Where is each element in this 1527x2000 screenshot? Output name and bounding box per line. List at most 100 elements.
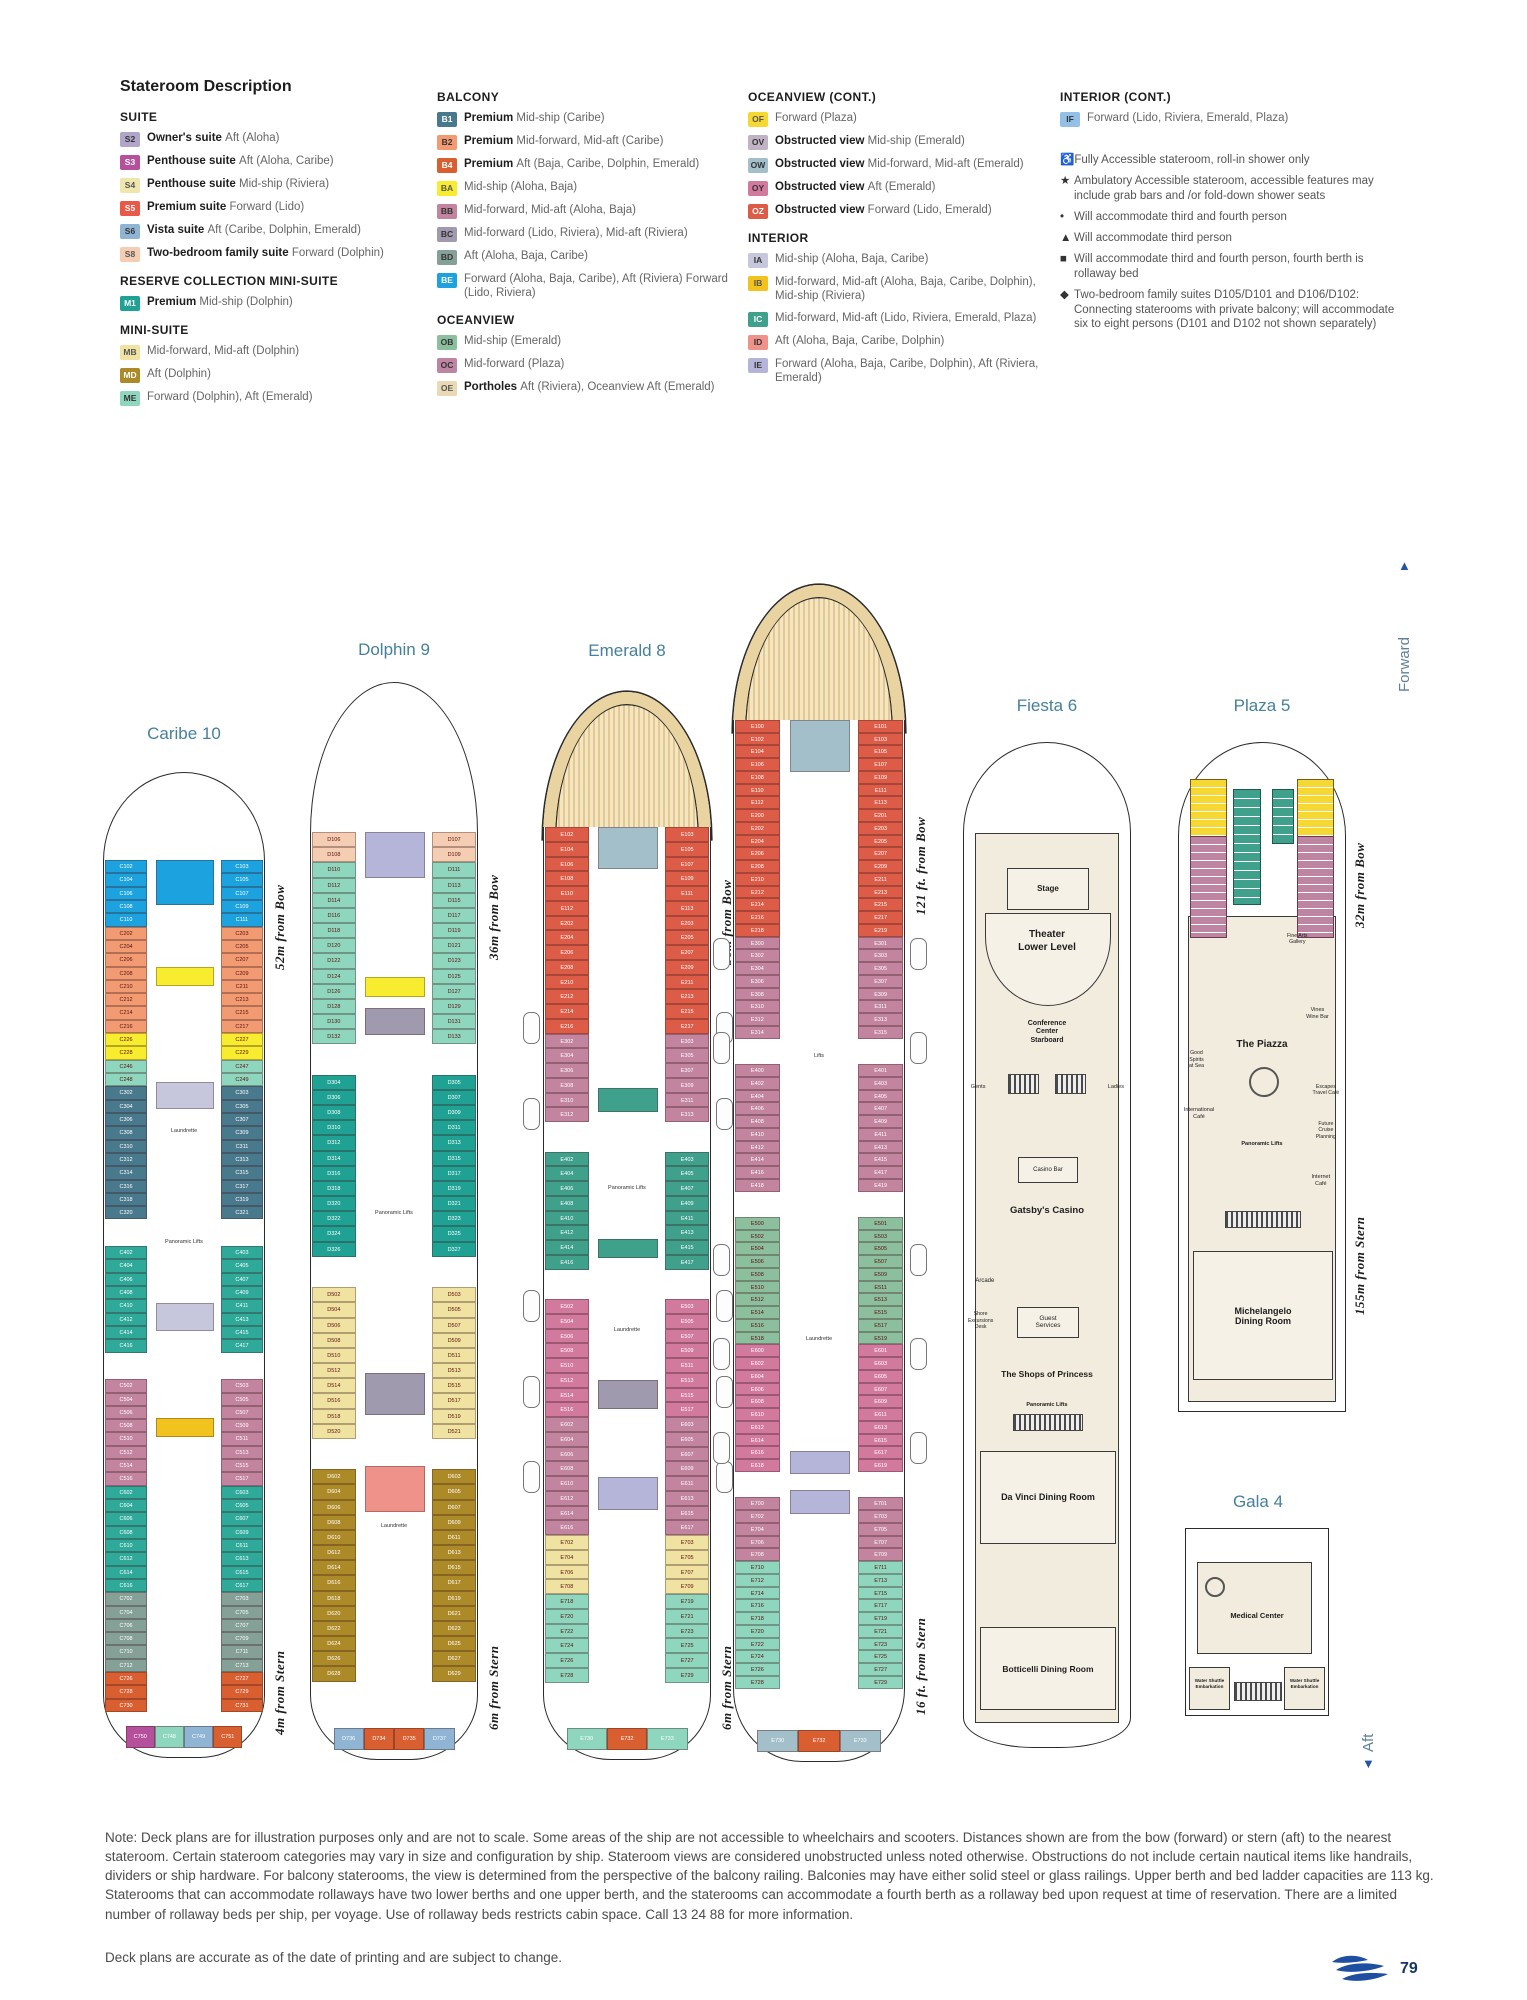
cabin-cell: E104 — [545, 841, 589, 857]
deck-emerald-upper: Promenade Deck Upper LevelPromenade Deck… — [713, 585, 927, 1762]
cabin-cell: E109 — [858, 770, 903, 784]
cabin-cell: C707 — [220, 1618, 263, 1633]
fiesta-ladies-label: Ladies — [1107, 1084, 1124, 1091]
category-chip: B2 — [437, 135, 457, 150]
cabin-cell: E513 — [858, 1293, 903, 1307]
cabin-cell: D520 — [312, 1423, 356, 1439]
cabin-cell: E618 — [735, 1459, 780, 1472]
legend-item-text: Premium suite Forward (Lido) — [147, 201, 305, 213]
cabin-cell: E407 — [665, 1181, 709, 1196]
cabin-cell: E606 — [545, 1446, 589, 1462]
lifeboat-icon — [523, 1375, 540, 1408]
cabin-cell: D624 — [312, 1636, 356, 1652]
cabin-cell: D110 — [312, 862, 356, 878]
cabin-cell: E502 — [545, 1299, 589, 1314]
cabin-cell: D117 — [432, 907, 476, 924]
gala-shuttle-left-label: Water Shuttle Embarkation — [1194, 1678, 1225, 1690]
cabin-cell: E211 — [858, 872, 903, 886]
legend-item-text: Aft (Aloha, Baja, Caribe) — [464, 250, 589, 262]
gala-spiral — [1205, 1576, 1226, 1597]
cabin-cell: D515 — [432, 1378, 476, 1394]
cabin-cell: D128 — [312, 998, 356, 1015]
cabin-cell: E412 — [735, 1140, 780, 1154]
page-number: 79 — [1400, 1960, 1418, 1977]
cabin-cell: C516 — [105, 1472, 148, 1486]
cabin-cell: D311 — [432, 1120, 476, 1136]
cabin-cell: C506 — [105, 1405, 148, 1420]
cabin-cell: C705 — [220, 1605, 263, 1619]
cabin-cell: E306 — [735, 974, 780, 988]
cabin-cell: E519 — [858, 1331, 903, 1345]
cabin-cell: E416 — [545, 1254, 589, 1270]
cabin-cell: E100 — [735, 720, 780, 733]
lifeboat-icon — [716, 1097, 733, 1130]
cabin-cell: E204 — [735, 834, 780, 848]
plaza-cabins-inner-ic — [1233, 788, 1261, 905]
category-chip: BA — [437, 181, 457, 196]
bow-outline — [310, 682, 478, 833]
fiesta-gatsbys-label: Gatsby's Casino — [1009, 1204, 1085, 1216]
cabin-cell: E309 — [858, 987, 903, 1001]
cabin-cell: E106 — [735, 758, 780, 771]
cabin-cell: E403 — [665, 1151, 709, 1167]
cabin-cell: E605 — [665, 1431, 709, 1447]
cabin-cell: E106 — [545, 856, 589, 872]
legend-item-text: Vista suite Aft (Caribe, Dolphin, Emeral… — [147, 224, 361, 236]
cabin-cell: E108 — [735, 770, 780, 784]
cabin-cell: D516 — [312, 1393, 356, 1409]
cabin-cell: E207 — [665, 945, 709, 960]
cabin-cell: C510 — [105, 1432, 148, 1446]
cabin-cell: C109 — [220, 899, 263, 914]
cabin-cell: C412 — [105, 1312, 148, 1326]
cabin-cell: D616 — [312, 1575, 356, 1591]
cabin-cell: E212 — [735, 885, 780, 899]
cabin-cell: C203 — [220, 926, 263, 940]
legend-item-text: Mid-ship (Aloha, Baja) — [464, 181, 578, 193]
cabin-cell: C228 — [105, 1046, 148, 1060]
cabin-cell: D307 — [432, 1089, 476, 1106]
cabin-cell: C302 — [105, 1086, 148, 1100]
princess-logo — [1328, 1952, 1392, 1986]
cabin-cell: C508 — [105, 1419, 148, 1433]
cabin-cell: D625 — [432, 1636, 476, 1652]
cabin-cell: E616 — [735, 1446, 780, 1460]
fiesta-casino-bar: Casino Bar — [1018, 1157, 1078, 1183]
bow-outline — [103, 772, 265, 861]
cabin-cell: C209 — [220, 966, 263, 980]
cabin-cell: D131 — [432, 1014, 476, 1030]
cabin-cell: E704 — [735, 1522, 780, 1536]
cabin-cell: E508 — [545, 1343, 589, 1358]
fiesta-lift-hatch-right — [1055, 1073, 1086, 1095]
cabin-cell: E404 — [545, 1166, 589, 1181]
cabin-cell: E611 — [665, 1476, 709, 1491]
distance-label: 16 ft. from Stern — [913, 1617, 928, 1715]
cabin-cell: E511 — [665, 1358, 709, 1373]
cabin-cell: D312 — [312, 1135, 356, 1151]
cabin-cell: C102 — [105, 860, 148, 874]
cabin-cell: D112 — [312, 877, 356, 893]
cabin-cell: E313 — [665, 1107, 709, 1122]
cabin-cell: D308 — [312, 1105, 356, 1121]
cabin-cell: E203 — [858, 821, 903, 835]
cabin-cell: C511 — [220, 1432, 263, 1446]
cabin-cell: E403 — [858, 1076, 903, 1090]
cabin-cell: D119 — [432, 923, 476, 939]
cabin-cell: D507 — [432, 1317, 476, 1333]
cabin-cell: C409 — [220, 1286, 263, 1300]
category-chip: IA — [748, 253, 768, 268]
cabin-cell: E721 — [858, 1624, 903, 1638]
cabin-cell: C610 — [105, 1538, 148, 1553]
category-chip: B4 — [437, 158, 457, 173]
cabin-cell: E612 — [735, 1420, 780, 1434]
deck-title-plaza: Plaza 5 — [1233, 696, 1291, 715]
cabin-cell: C208 — [105, 966, 148, 980]
cabin-cell: C509 — [220, 1419, 263, 1433]
